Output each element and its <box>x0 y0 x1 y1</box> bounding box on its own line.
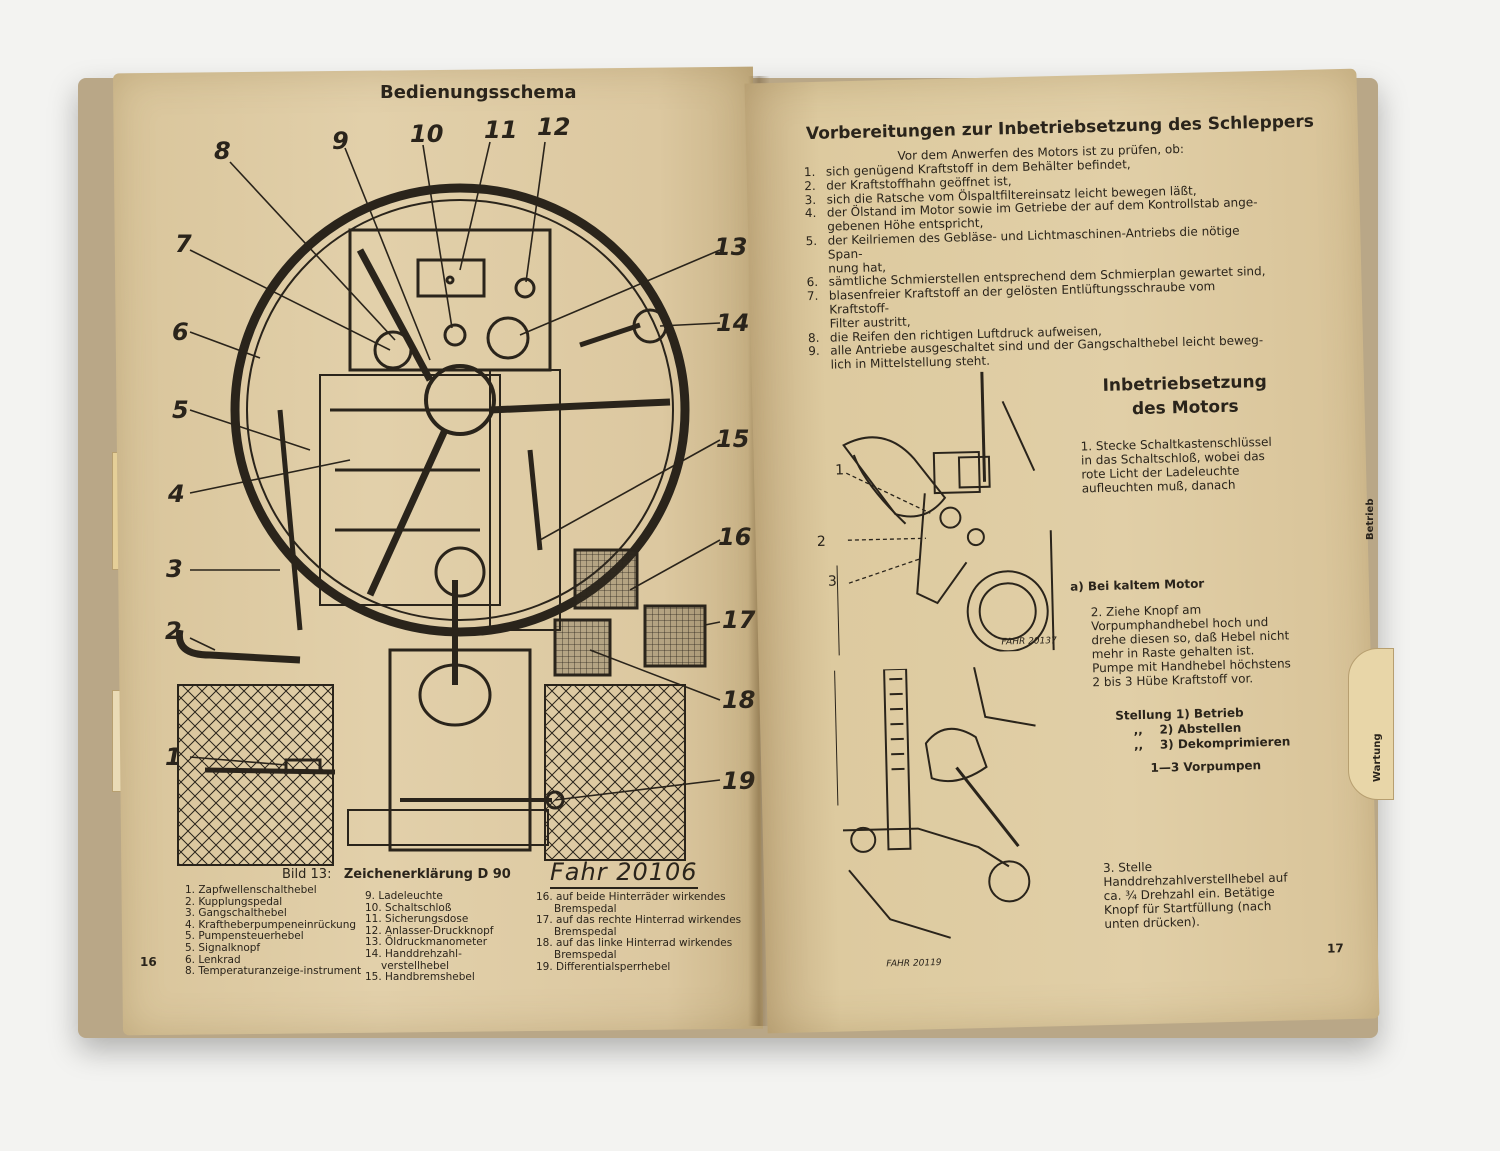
instruction-2: 2. Ziehe Knopf am Vorpumphandhebel hoch … <box>1090 602 1291 690</box>
callout-10: 10 <box>410 120 444 148</box>
page-title: Vorbereitungen zur Inbetriebsetzung des … <box>805 111 1315 145</box>
page-number-right: 17 <box>1326 941 1344 956</box>
position-list: Stellung 1) Betrieb ,, 2) Abstellen ,, 3… <box>1115 705 1291 775</box>
callout-1: 1 <box>165 743 182 771</box>
section-tab-betrieb: Betrieb <box>1365 498 1376 540</box>
callout-7: 7 <box>175 230 192 258</box>
callout-8: 8 <box>214 137 231 165</box>
ill-label-2: 2 <box>816 533 827 550</box>
legend-column-3: 16. auf beide Hinterräder wirkendes Brem… <box>536 891 742 973</box>
callout-19: 19 <box>722 767 756 795</box>
index-tab <box>1348 648 1394 800</box>
callout-4: 4 <box>168 480 185 508</box>
callout-2: 2 <box>165 617 182 645</box>
callout-5: 5 <box>172 396 189 424</box>
callout-11: 11 <box>484 116 518 144</box>
callout-13: 13 <box>714 233 748 261</box>
section-tab-wartung: Wartung <box>1372 733 1383 782</box>
legend-column-2: 9. Ladeleuchte 10. Schaltschloß 11. Sich… <box>365 890 494 984</box>
section-heading: Inbetriebsetzung des Motors <box>1102 371 1268 420</box>
illustration-stamp: FAHR 20119 <box>886 958 942 970</box>
callout-17: 17 <box>722 606 756 634</box>
callout-16: 16 <box>718 523 752 551</box>
tractor-controls-diagram <box>175 141 721 866</box>
callout-3: 3 <box>166 555 183 583</box>
callout-14: 14 <box>716 309 750 337</box>
callout-12: 12 <box>537 113 571 141</box>
instruction-1: 1. Stecke Schaltkastenschlüssel in das S… <box>1080 434 1272 496</box>
callout-9: 9 <box>332 127 349 155</box>
diagram-title: Bedienungsschema <box>380 82 577 103</box>
figure-stamp: Fahr 20106 <box>550 858 698 889</box>
fuel-pump-illustration <box>835 371 1055 656</box>
page-number-left: 16 <box>140 955 157 969</box>
ill-label-3: 3 <box>827 573 838 590</box>
figure-caption: Bild 13: Zeichenerklärung D 90 <box>282 867 511 882</box>
throttle-lever-illustration <box>834 666 1036 939</box>
instruction-3: 3. Stelle Handdrehzahlverstellhebel auf … <box>1102 859 1288 932</box>
checklist: 1.sich genügend Kraftstoff in dem Behält… <box>804 155 1279 373</box>
callout-18: 18 <box>722 686 756 714</box>
callout-6: 6 <box>172 318 189 346</box>
sub-heading: a) Bei kaltem Motor <box>1069 576 1205 594</box>
ill-label-1: 1 <box>835 462 845 479</box>
callout-15: 15 <box>716 425 750 453</box>
legend-column-1: 1. Zapfwellenschalthebel 2. Kupplungsped… <box>185 884 362 978</box>
illustration-stamp: FAHR 20137 <box>1001 636 1057 648</box>
